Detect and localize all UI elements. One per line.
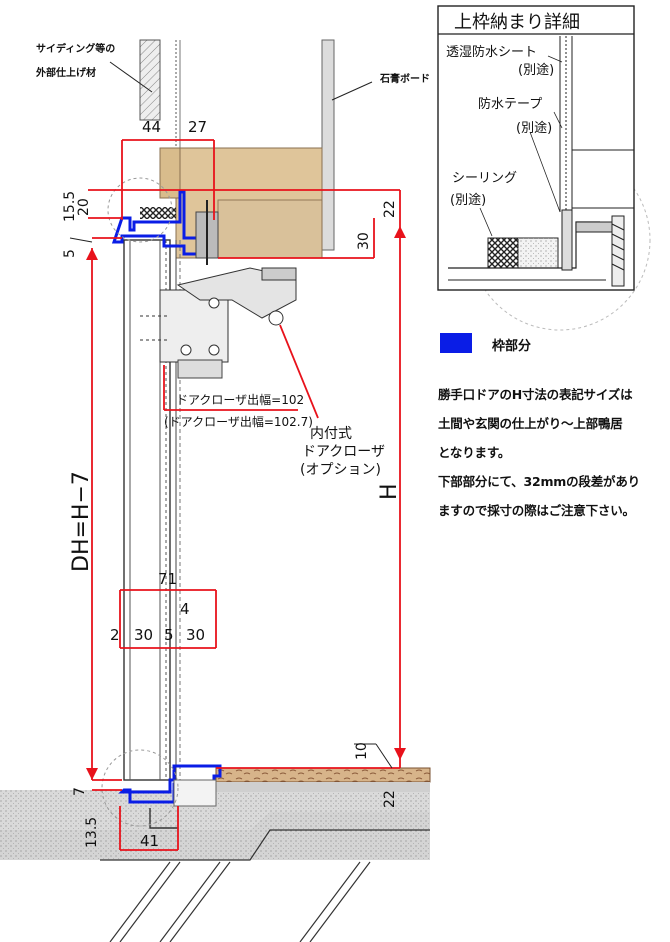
dim-30b: 30 (186, 626, 205, 644)
dim-10: 10 (354, 742, 370, 760)
note-line: 勝手口ドアのH寸法の表記サイズは (438, 387, 633, 402)
label-siding-line1: サイディング等の (36, 42, 115, 55)
note-line: 下部部分にて、32mmの段差があり (438, 474, 640, 489)
dim-15-5: 15.5 (62, 191, 78, 222)
label-closer-width1: ドアクローザ出幅=102 (176, 392, 304, 407)
dim-13-5: 13.5 (84, 817, 100, 848)
frame-legend-label: 枠部分 (492, 339, 532, 354)
dim-22-bottom: 22 (382, 790, 398, 808)
detail-seal2: (別途) (450, 192, 486, 208)
bottom-frame (118, 764, 222, 804)
detail-tape2: (別途) (516, 120, 552, 136)
dim-41: 41 (140, 832, 159, 850)
label-closer-name3: (オプション) (300, 462, 381, 478)
floor-tile (215, 767, 431, 783)
dim-30-right: 30 (356, 232, 372, 250)
label-closer-name1: 内付式 (310, 426, 352, 442)
dim-44: 44 (142, 118, 161, 136)
dim-dh: DH=H−7 (69, 471, 94, 572)
detail-seal1: シーリング (452, 171, 517, 186)
note-line: となります。 (438, 445, 511, 460)
gypsum-board (321, 39, 335, 251)
label-closer-name2: ドアクローザ (302, 444, 385, 460)
legend-notes-panel: 枠部分 勝手口ドアのH寸法の表記サイズは 土間や玄関の仕上がり〜上部鴨居 となり… (420, 330, 665, 530)
notes-block: 勝手口ドアのH寸法の表記サイズは 土間や玄関の仕上がり〜上部鴨居 となります。 … (438, 380, 668, 525)
detail-tape1: 防水テープ (478, 96, 542, 112)
dim-4: 4 (180, 600, 190, 618)
detail-title: 上枠納まり詳細 (454, 12, 580, 33)
dim-7: 7 (72, 787, 88, 796)
label-closer-width2: (ドアクローザ出幅=102.7) (164, 414, 313, 429)
label-siding-line2: 外部仕上げ材 (35, 66, 96, 79)
dim-30a: 30 (134, 626, 153, 644)
dim-27: 27 (188, 118, 207, 136)
detail-inset: 上枠納まり詳細 透湿防水シート (別途) 防水テープ (別途) シーリング (別… (437, 5, 635, 291)
frame-legend-swatch (440, 333, 472, 353)
label-gypsum: 石膏ボード (379, 72, 430, 85)
dim-22-top: 22 (382, 200, 398, 218)
detail-sheet2: (別途) (518, 62, 554, 78)
dim-5b: 5 (164, 626, 174, 644)
note-line: 土間や玄関の仕上がり〜上部鴨居 (438, 416, 623, 431)
dim-h: H (377, 483, 402, 500)
dim-5: 5 (62, 249, 78, 258)
dim-2: 2 (110, 626, 120, 644)
dim-20: 20 (76, 198, 92, 216)
door-closer (140, 267, 297, 379)
detail-sheet1: 透湿防水シート (446, 44, 537, 60)
note-line: ますので採寸の際はご注意下さい。 (438, 503, 635, 518)
dim-71: 71 (158, 570, 177, 588)
